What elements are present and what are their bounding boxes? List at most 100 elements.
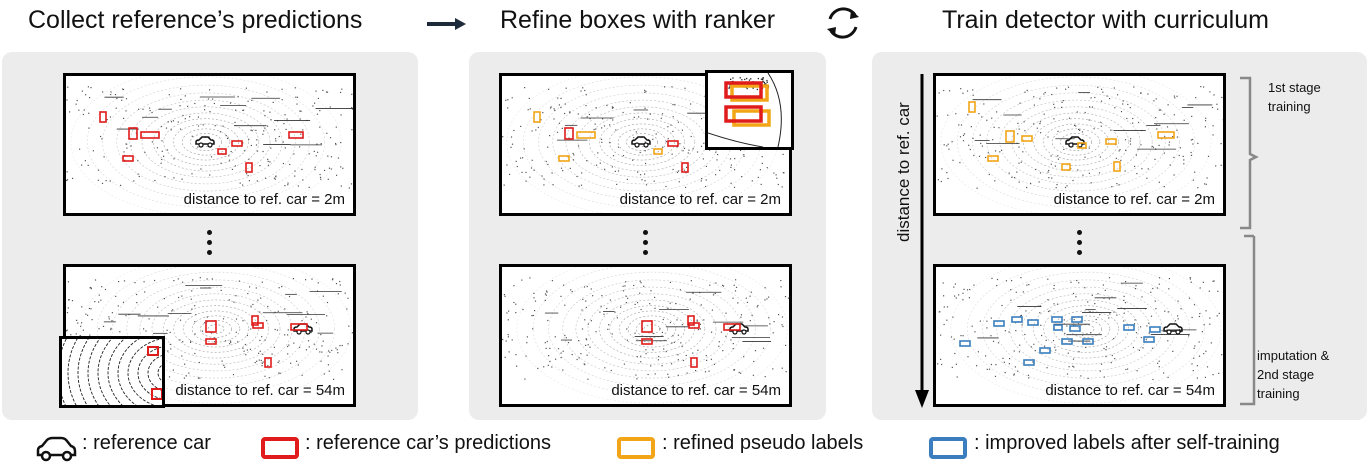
scan-point — [1198, 315, 1200, 318]
scan-point — [258, 359, 260, 361]
scan-point — [83, 109, 85, 111]
scan-point — [733, 369, 735, 371]
scan-point — [525, 180, 527, 182]
scan-point — [507, 336, 509, 338]
scan-point — [661, 113, 664, 115]
scan-point — [1135, 332, 1138, 334]
scan-point — [270, 147, 272, 149]
scan-point — [954, 352, 956, 355]
scan-point — [1135, 154, 1137, 156]
scan-point — [1153, 100, 1155, 102]
scan-point — [1110, 129, 1112, 131]
scan-point — [272, 101, 274, 103]
scan-point — [585, 94, 587, 96]
scan-point — [242, 184, 244, 186]
scan-point — [1033, 104, 1035, 106]
scan-point — [652, 349, 654, 351]
scan-point — [624, 285, 626, 287]
scan-point — [554, 109, 556, 111]
scan-point — [950, 336, 953, 338]
scan-point — [622, 290, 625, 292]
scan-point — [976, 365, 978, 367]
scan-ring — [1077, 324, 1095, 334]
scan-point — [511, 97, 513, 99]
scan-point — [209, 174, 211, 176]
scan-point — [208, 136, 210, 138]
scan-point — [565, 87, 567, 89]
scan-point — [182, 114, 184, 117]
scan-point — [1066, 373, 1069, 375]
scan-point — [1028, 377, 1030, 379]
scan-point — [1011, 280, 1013, 282]
scan-point — [1141, 168, 1143, 170]
scan-point — [571, 354, 573, 356]
scan-point — [121, 99, 123, 101]
scan-point — [690, 280, 692, 282]
scan-point — [1064, 186, 1067, 189]
panel-collect: distance to ref. car = 2m distance to re… — [2, 52, 418, 420]
scan-point — [689, 298, 691, 300]
scan-point — [515, 160, 517, 162]
scan-point — [1163, 152, 1165, 154]
scan-point — [1017, 370, 1019, 372]
scan-point — [555, 358, 557, 360]
scan-point — [264, 177, 267, 179]
scan-point — [715, 151, 717, 153]
scan-point — [87, 164, 89, 166]
scan-point — [1194, 171, 1196, 173]
scan-point — [1109, 98, 1111, 100]
scan-point — [1183, 163, 1185, 165]
scan-point — [1049, 310, 1051, 312]
scan-point — [185, 375, 187, 377]
scan-point — [268, 377, 270, 379]
scan-point — [1203, 324, 1205, 326]
scan-point — [1174, 320, 1177, 322]
scan-point — [608, 324, 610, 326]
scan-point — [301, 168, 303, 171]
scan-point — [718, 345, 720, 347]
scan-point — [314, 166, 316, 168]
scan-point — [953, 338, 955, 340]
scan-point — [250, 328, 252, 330]
scan-point — [1020, 277, 1022, 279]
scan-point — [748, 79, 751, 81]
scan-point — [592, 295, 594, 297]
prediction-box — [151, 388, 162, 400]
scan-point — [1070, 281, 1072, 283]
scan-point — [144, 291, 146, 293]
scan-point — [677, 121, 679, 123]
scan-point — [273, 177, 275, 179]
scan-point — [1196, 377, 1198, 379]
scan-point — [197, 377, 200, 379]
bounding-box — [564, 127, 574, 140]
scan-point — [773, 172, 775, 174]
scan-point — [1199, 313, 1201, 315]
scan-point — [184, 363, 186, 365]
scan-point — [81, 90, 83, 92]
scan-point — [1068, 117, 1071, 119]
scan-point — [1150, 315, 1153, 317]
scan-point — [764, 287, 766, 289]
scan-point — [255, 287, 257, 289]
scan-point — [659, 328, 661, 330]
scan-point — [734, 290, 737, 292]
distance-axis-label: distance to ref. car — [894, 102, 913, 242]
scan-point — [256, 180, 258, 182]
scan-point — [617, 146, 620, 148]
scan-point — [94, 279, 97, 281]
scan-point — [667, 138, 669, 140]
bounding-box — [99, 111, 107, 123]
scan-point — [647, 373, 649, 376]
scan-point — [750, 291, 752, 293]
bounding-box — [252, 322, 264, 329]
scan-ring — [1043, 305, 1129, 353]
scan-point — [652, 138, 654, 140]
scan-point — [1207, 155, 1210, 157]
header-refine-boxes: Refine boxes with ranker — [500, 6, 776, 34]
scan-point — [1132, 346, 1134, 349]
scan-point — [504, 295, 506, 297]
scan-point — [943, 323, 945, 326]
scan-point — [941, 363, 943, 366]
scan-point — [317, 151, 319, 153]
scan-point — [967, 114, 969, 116]
